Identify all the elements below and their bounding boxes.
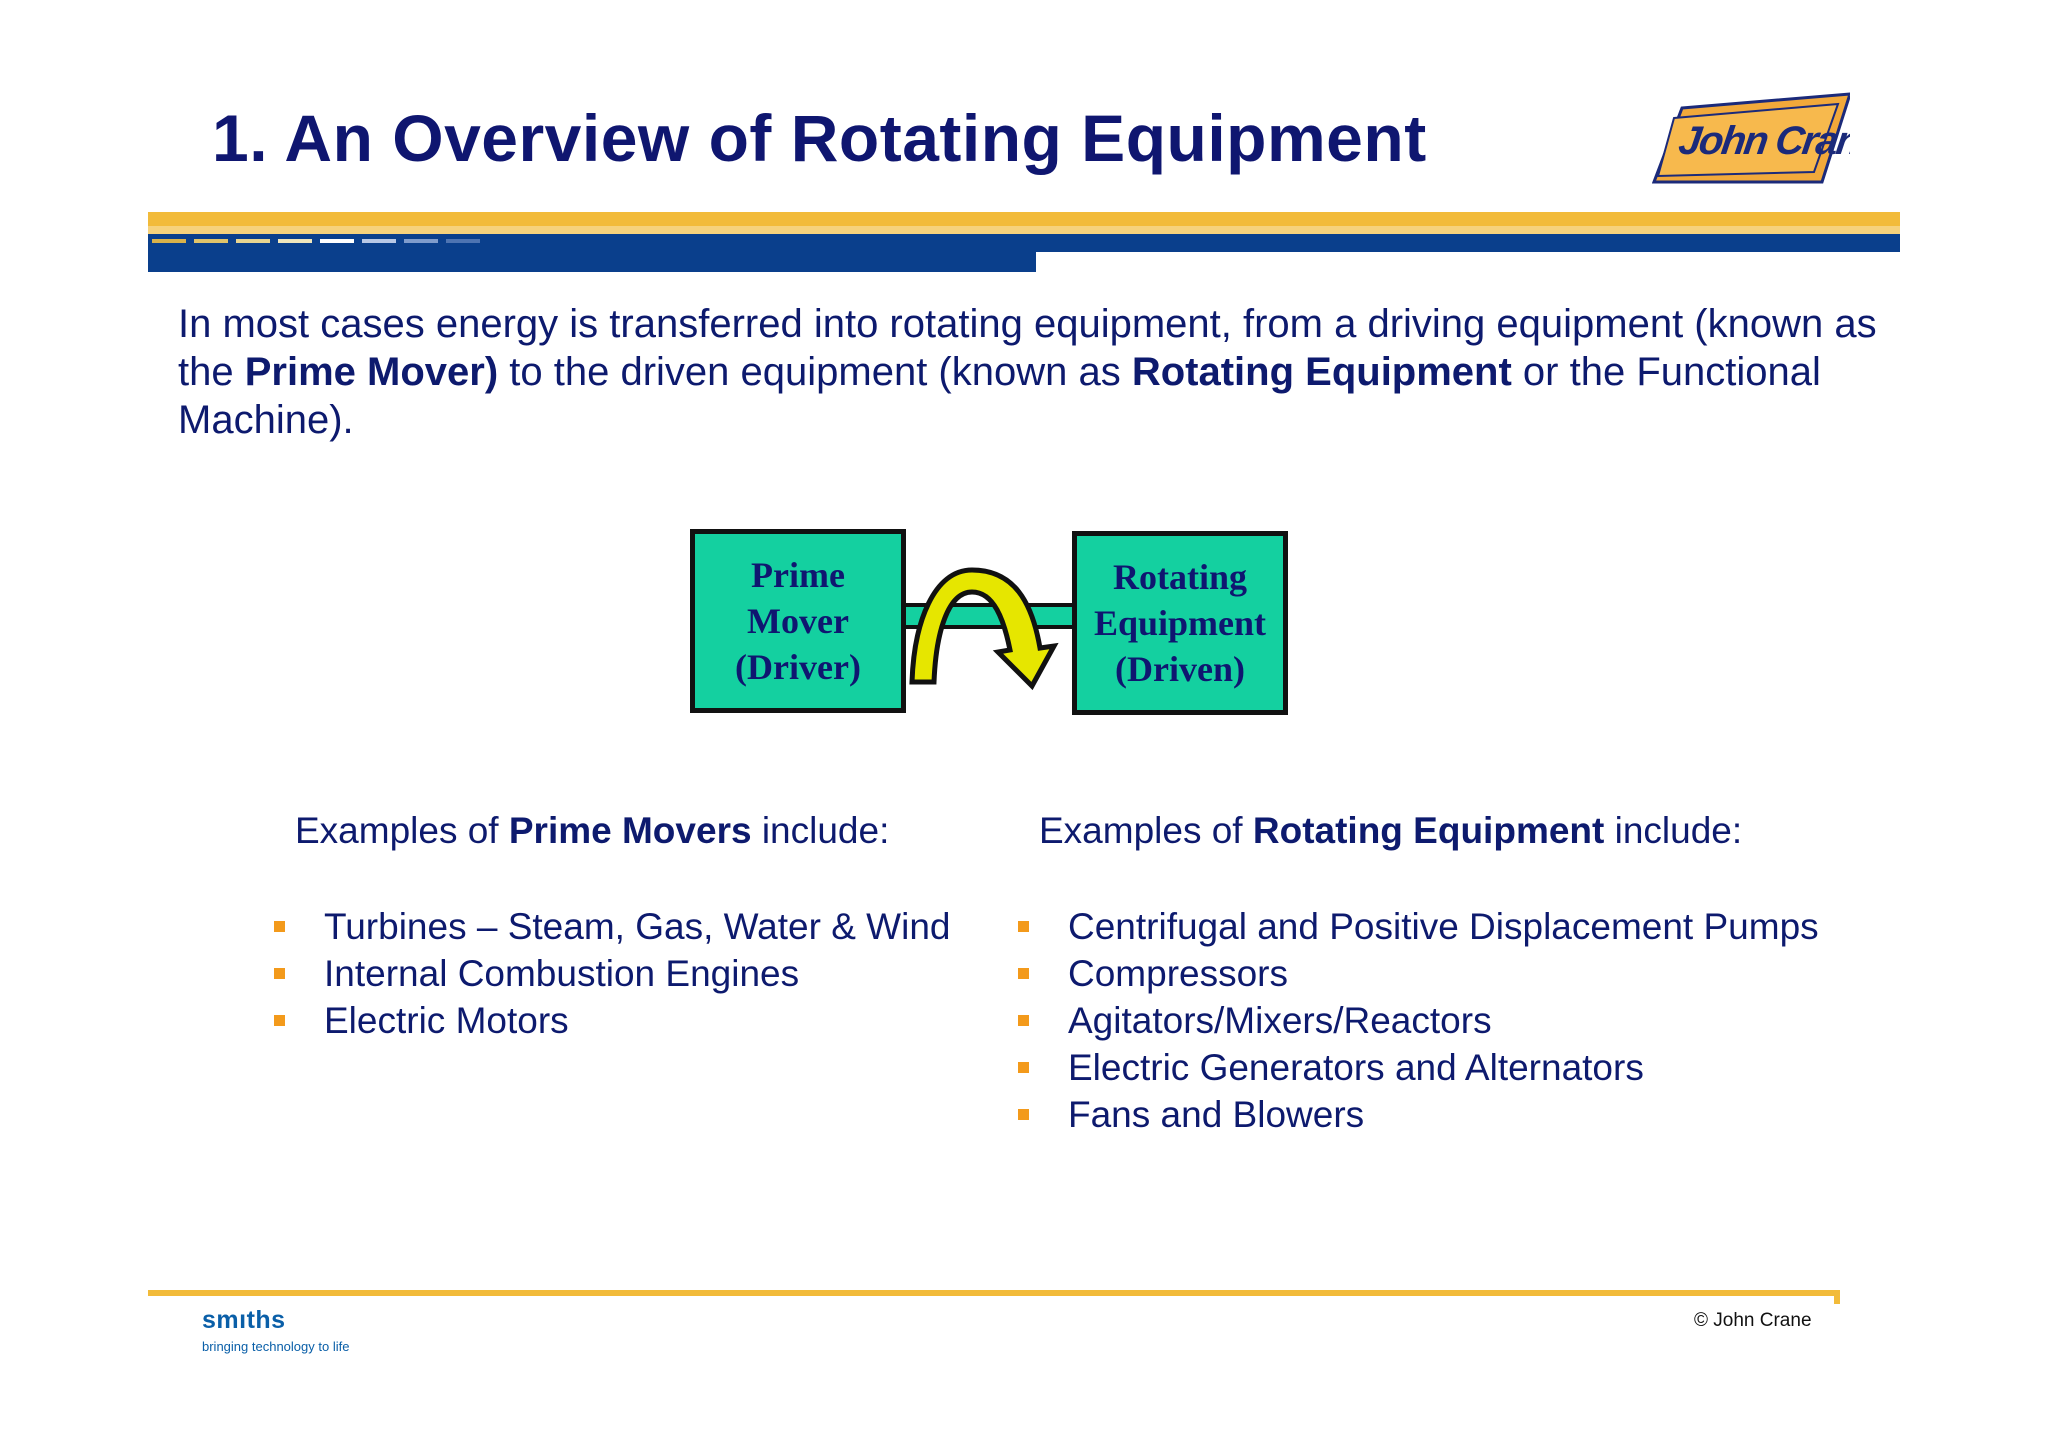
intro-text-3: or the Functional Machine). (178, 350, 1821, 442)
list-item-text: Compressors (1068, 953, 1288, 994)
svg-text:John Crane: John Crane (1676, 118, 1850, 163)
rotating-equipment-line-3: (Driven) (1115, 649, 1245, 689)
rotating-equipment-line-1: Rotating (1113, 557, 1247, 597)
intro-text-2: to the driven equipment (known as (498, 350, 1132, 394)
intro-text-1: In most cases energy is transferred into… (178, 302, 1877, 394)
list-item: Agitators/Mixers/Reactors (1018, 1002, 1838, 1040)
list-item: Internal Combustion Engines (274, 955, 954, 993)
rotating-equipment-box: Rotating Equipment (Driven) (1072, 531, 1288, 715)
list-item-text: Electric Generators and Alternators (1068, 1047, 1644, 1088)
rotating-equipment-heading: Examples of Rotating Equipment include: (1039, 810, 1742, 852)
prime-movers-heading-bold: Prime Movers (508, 810, 752, 851)
prime-movers-heading-post: include: (751, 810, 890, 851)
footer-rule (148, 1290, 1840, 1296)
prime-mover-line-1: Prime (751, 555, 845, 595)
prime-mover-line-3: (Driver) (735, 647, 861, 687)
list-item: Electric Generators and Alternators (1018, 1049, 1838, 1087)
header-band-gold (148, 212, 1900, 226)
footer-rule-tick (1834, 1290, 1840, 1304)
intro-paragraph: In most cases energy is transferred into… (178, 300, 1878, 444)
prime-movers-list: Turbines – Steam, Gas, Water & Wind Inte… (274, 908, 954, 1049)
rotating-equipment-list: Centrifugal and Positive Displacement Pu… (1018, 908, 1838, 1143)
list-item-text: Fans and Blowers (1068, 1094, 1365, 1135)
rotating-equipment-heading-bold: Rotating Equipment (1252, 810, 1605, 851)
header-dashes (152, 239, 480, 243)
bullet-icon (274, 968, 285, 979)
john-crane-logo: John Crane (1652, 92, 1850, 184)
curved-arrow-icon (909, 567, 1059, 691)
list-item: Compressors (1018, 955, 1838, 993)
list-item: Turbines – Steam, Gas, Water & Wind (274, 908, 954, 946)
header-band-curve (1036, 252, 1076, 272)
header-band-blue-lower (148, 252, 1048, 272)
intro-bold-prime-mover: Prime Mover) (244, 350, 499, 394)
bullet-icon (1018, 1109, 1029, 1120)
list-item-text: Electric Motors (324, 1000, 569, 1041)
slide-title: 1. An Overview of Rotating Equipment (212, 101, 1427, 175)
rotating-equipment-heading-pre: Examples of (1039, 810, 1253, 851)
bullet-icon (1018, 1062, 1029, 1073)
bullet-icon (274, 921, 285, 932)
smiths-logo: smıths (202, 1306, 286, 1334)
rotating-equipment-line-2: Equipment (1093, 603, 1267, 643)
copyright-notice: © John Crane (1694, 1310, 1812, 1331)
smiths-tagline: bringing technology to life (202, 1339, 350, 1354)
prime-mover-box: Prime Mover (Driver) (690, 529, 906, 713)
bullet-icon (1018, 968, 1029, 979)
list-item-text: Internal Combustion Engines (324, 953, 800, 994)
list-item-text: Agitators/Mixers/Reactors (1068, 1000, 1492, 1041)
intro-bold-rotating-equipment: Rotating Equipment (1131, 350, 1512, 394)
header-band-gold-light (148, 226, 1900, 234)
rotating-equipment-heading-post: include: (1604, 810, 1743, 851)
prime-movers-heading-pre: Examples of (295, 810, 509, 851)
list-item: Fans and Blowers (1018, 1096, 1838, 1134)
bullet-icon (1018, 921, 1029, 932)
list-item-text: Turbines – Steam, Gas, Water & Wind (324, 906, 951, 947)
list-item: Electric Motors (274, 1002, 954, 1040)
bullet-icon (1018, 1015, 1029, 1026)
prime-movers-heading: Examples of Prime Movers include: (295, 810, 889, 852)
list-item: Centrifugal and Positive Displacement Pu… (1018, 908, 1838, 946)
bullet-icon (274, 1015, 285, 1026)
prime-mover-line-2: Mover (747, 601, 849, 641)
header-band-blue (148, 234, 1900, 252)
list-item-text: Centrifugal and Positive Displacement Pu… (1068, 906, 1819, 947)
